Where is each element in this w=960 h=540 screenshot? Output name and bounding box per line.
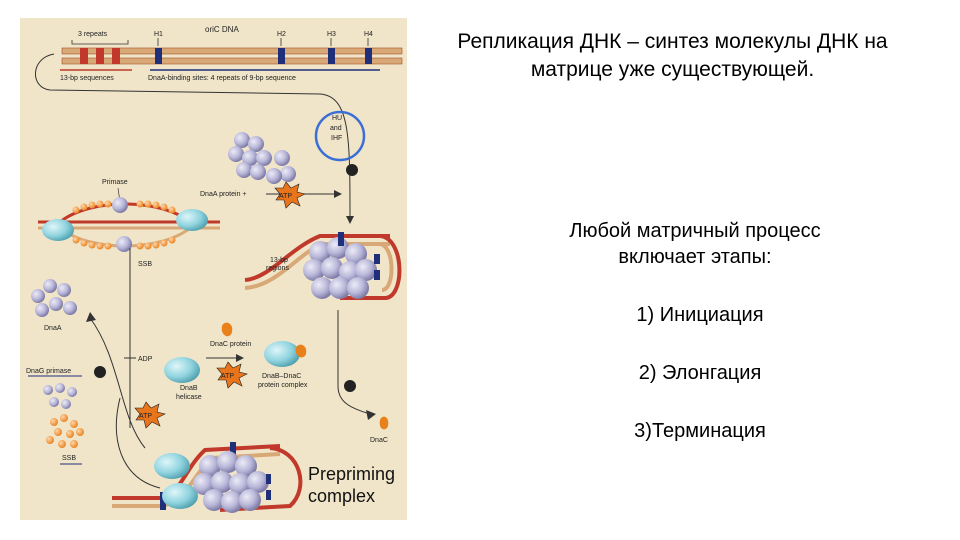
- dnaa-cluster-left: [31, 279, 77, 317]
- and-label: and: [330, 125, 342, 132]
- title-line1: Репликация ДНК – синтез молекулы ДНК на: [457, 30, 888, 53]
- initiation-diagram: oriC DNA 3 repeats H1 H2 H3 H4 13-bp seq…: [26, 25, 403, 513]
- hu-ihf-ring: [314, 110, 366, 162]
- dnac-released: [379, 416, 389, 430]
- seq13-label: 13-bp sequences: [60, 75, 114, 82]
- regions13-label-2: regions: [266, 265, 289, 272]
- open-complex: [244, 232, 402, 300]
- title-line2: матрице уже существующей.: [530, 58, 815, 81]
- prepriming-line2: complex: [308, 486, 376, 506]
- prepriming-complex-caption: Prepriming complex: [308, 463, 395, 507]
- atp-bottom-label: ATP: [139, 413, 152, 420]
- h1-label: H1: [154, 31, 163, 38]
- replication-figure: oriC DNA 3 repeats H1 H2 H3 H4 13-bp seq…: [20, 18, 407, 520]
- stages-intro: Любой матричный процесс включает этапы:: [530, 218, 860, 270]
- prepriming-line1: Prepriming: [308, 464, 396, 484]
- step2-dot: [344, 380, 356, 392]
- step-dot: [346, 164, 358, 176]
- ssb-label: SSB: [138, 261, 152, 268]
- stage-termination: 3)Терминация: [634, 420, 766, 442]
- atp-mid-label: ATP: [221, 373, 234, 380]
- h3-label: H3: [327, 31, 336, 38]
- helicase-right: [176, 209, 208, 231]
- dnab-label-1: DnaB: [180, 385, 198, 392]
- dnaa-label: DnaA: [44, 325, 62, 332]
- dnab-helicase-shape: [164, 357, 200, 383]
- dnab-dnac-complex-shape: [264, 341, 300, 367]
- complex-label-2: protein complex: [258, 382, 308, 389]
- primase-label: Primase: [102, 179, 128, 186]
- dnaa-cluster-top: [228, 132, 296, 184]
- oric-label: oriC DNA: [205, 25, 239, 34]
- h2-label: H2: [277, 31, 286, 38]
- oric-dna-bar: [60, 38, 403, 71]
- h4-label: H4: [364, 31, 373, 38]
- hu-label: HU: [332, 115, 342, 122]
- helicase-left: [42, 219, 74, 241]
- dnab-label-2: helicase: [176, 394, 202, 401]
- atp-top-label: ATP: [279, 193, 292, 200]
- stage-initiation: 1) Инициация: [636, 304, 764, 326]
- repeats-label: 3 repeats: [78, 31, 108, 38]
- intro-line1: Любой матричный процесс: [569, 220, 821, 242]
- dnac-protein-label: DnaC protein: [210, 341, 251, 348]
- step1-label: 1: [97, 370, 101, 377]
- atp-star-top: [274, 181, 306, 209]
- ssb-beads: [72, 200, 176, 250]
- step2-label: 2: [347, 384, 351, 391]
- regions13-label-1: 13-bp: [270, 257, 288, 264]
- complex-label-1: DnaB–DnaC: [262, 373, 301, 380]
- atp-star-bottom: [134, 401, 166, 429]
- dnac-protein-shape: [221, 322, 233, 337]
- dnag-primase-label: DnaG primase: [26, 368, 71, 375]
- slide-title: Репликация ДНК – синтез молекулы ДНК на …: [415, 28, 930, 84]
- primase-sphere-bottom: [116, 236, 132, 252]
- free-ssb-beads: [46, 414, 84, 448]
- dnaa-sites-label: DnaA-binding sites: 4 repeats of 9-bp se…: [148, 75, 296, 82]
- atp-star-mid: [216, 361, 248, 389]
- ssb-bottom-label: SSB: [62, 455, 76, 462]
- intro-line2: включает этапы:: [618, 246, 772, 268]
- primase-sphere-top: [112, 197, 128, 213]
- dnaa-protein-label: DnaA protein +: [200, 191, 247, 198]
- adp-label: ADP: [138, 356, 153, 363]
- prepriming-complex: [112, 442, 303, 513]
- stage-elongation: 2) Элонгация: [638, 362, 762, 384]
- dnac-label: DnaC: [370, 437, 388, 444]
- step3-dot: [94, 366, 106, 378]
- free-primase-spheres: [43, 383, 77, 409]
- ihf-label: IHF: [331, 135, 342, 142]
